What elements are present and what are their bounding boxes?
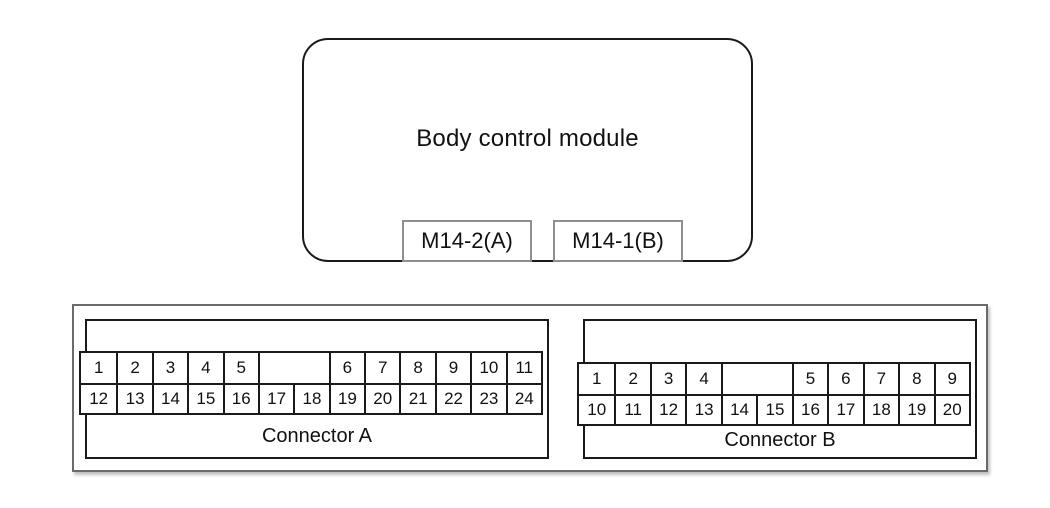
pin-cell-21: 21	[399, 385, 434, 413]
pin-cell-6: 6	[827, 364, 862, 394]
pin-cell-blank	[257, 353, 329, 383]
pin-cell-4: 4	[187, 353, 222, 383]
pin-cell-14: 14	[720, 396, 756, 424]
pin-cell-23: 23	[470, 385, 505, 413]
pin-cell-blank	[720, 364, 792, 394]
pin-cell-13: 13	[116, 385, 151, 413]
pin-cell-22: 22	[434, 385, 470, 413]
connector-b-label: Connector B	[724, 429, 836, 451]
pin-cell-5: 5	[222, 353, 258, 383]
pin-cell-12: 12	[89, 389, 109, 408]
pin-cell-9: 9	[434, 353, 470, 383]
pin-cell-3: 3	[151, 353, 187, 383]
connector-tag-m14-1b: M14-1(B)	[553, 220, 683, 262]
pin-cell-15: 15	[756, 396, 791, 424]
pin-cell-1: 1	[93, 358, 104, 377]
pin-cell-8: 8	[399, 353, 434, 383]
pin-cell-2: 2	[614, 364, 649, 394]
connector-tag-m14-2a: M14-2(A)	[402, 220, 532, 262]
pin-cell-7: 7	[364, 353, 399, 383]
pin-cell-19: 19	[328, 385, 364, 413]
pin-cell-11: 11	[614, 396, 649, 424]
pin-cell-20: 20	[364, 385, 399, 413]
pin-cell-18: 18	[862, 396, 898, 424]
pin-cell-11: 11	[505, 353, 541, 383]
pin-cell-1: 1	[591, 369, 602, 388]
pin-cell-16: 16	[222, 385, 258, 413]
pin-cell-8: 8	[898, 364, 933, 394]
pin-cell-5: 5	[791, 364, 827, 394]
pin-cell-20: 20	[933, 396, 969, 424]
pin-cell-9: 9	[933, 364, 969, 394]
connector-a-label: Connector A	[261, 425, 373, 447]
pin-cell-24: 24	[505, 385, 541, 413]
pin-cell-17: 17	[827, 396, 862, 424]
pin-cell-15: 15	[187, 385, 222, 413]
pin-cell-14: 14	[151, 385, 187, 413]
pin-cell-18: 18	[293, 385, 328, 413]
pin-cell-13: 13	[685, 396, 720, 424]
module-title: Body control module	[416, 125, 639, 152]
body-control-module-box: Body control module M14-2(A) M14-1(B)	[302, 38, 753, 262]
pin-cell-6: 6	[328, 353, 364, 383]
pin-cell-7: 7	[862, 364, 898, 394]
pin-cell-10: 10	[587, 400, 607, 419]
pin-cell-3: 3	[649, 364, 685, 394]
pin-cell-12: 12	[649, 396, 685, 424]
pin-cell-2: 2	[116, 353, 151, 383]
pin-cell-4: 4	[685, 364, 720, 394]
pin-cell-10: 10	[470, 353, 505, 383]
pin-cell-17: 17	[257, 385, 293, 413]
pin-cell-16: 16	[791, 396, 827, 424]
pin-cell-19: 19	[898, 396, 933, 424]
